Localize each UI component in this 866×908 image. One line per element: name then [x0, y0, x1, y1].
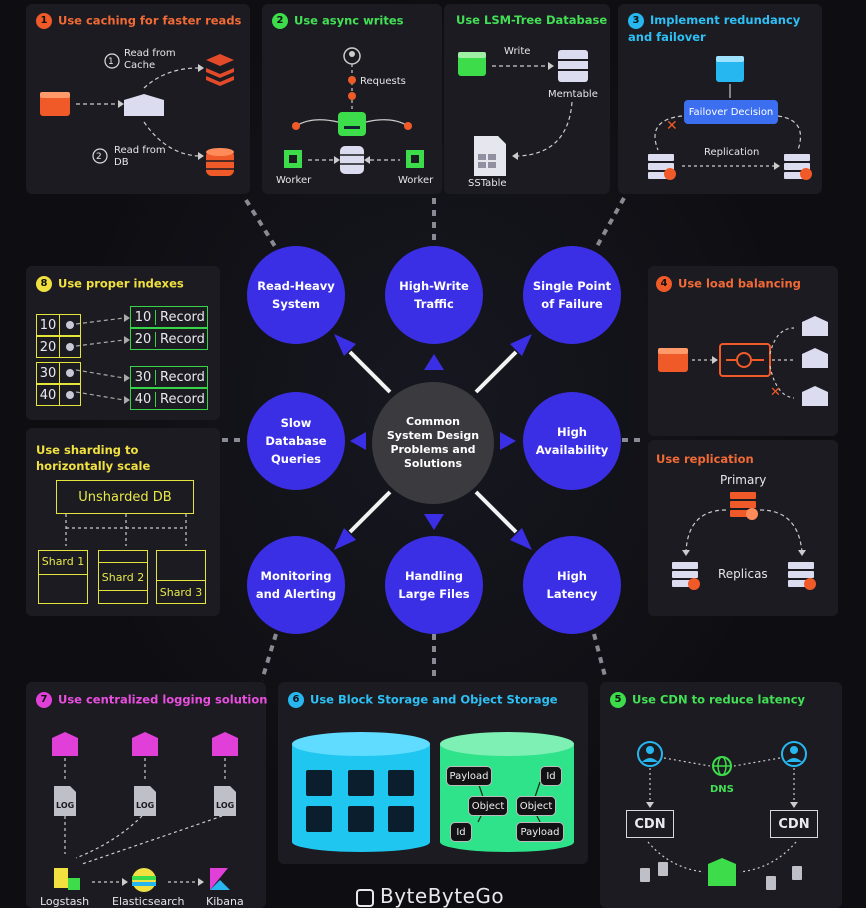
- brand-icon: [356, 888, 374, 907]
- node-handling-large-files: Handling Large Files: [385, 536, 483, 634]
- server-icons: [802, 316, 828, 406]
- object-pill: Object: [468, 796, 508, 816]
- lsm-diagram: [458, 50, 588, 176]
- cdn-right: CDN: [770, 810, 818, 838]
- node-read-heavy-system: Read-Heavy System: [247, 246, 345, 344]
- elasticsearch-icon: [132, 868, 156, 892]
- block-storage-icon: [292, 732, 430, 852]
- panel-title: Use replication: [656, 452, 754, 466]
- worker-left-icon: [284, 150, 302, 168]
- panel-title: Use LSM-Tree Database: [456, 13, 608, 27]
- origin-server-icon: [708, 858, 736, 886]
- logging-diagram: [52, 732, 238, 892]
- brand-logo: ByteByteGo: [356, 884, 504, 908]
- failover-decision-box: Failover Decision: [684, 100, 778, 124]
- memtable-icon: [558, 50, 588, 82]
- panel-title: Use sharding to horizontally scale: [36, 443, 151, 473]
- shard-3: Shard 3: [156, 550, 206, 604]
- object-pill: Id: [450, 822, 472, 842]
- queue-icon: [338, 112, 366, 136]
- node-high-latency: High Latency: [523, 536, 621, 634]
- index-pointer: [59, 384, 81, 406]
- object-pill: Payload: [516, 822, 564, 842]
- database-icon: [206, 148, 234, 176]
- load-balancing-diagram: ✕: [658, 316, 828, 406]
- index-pointers: [75, 314, 130, 404]
- node-single-point-of-failure: Single Point of Failure: [523, 246, 621, 344]
- object-pill: Payload: [446, 766, 492, 786]
- replica-left-icon: [672, 562, 700, 590]
- unsharded-db: Unsharded DB: [56, 480, 194, 514]
- fail-cross-icon: ✕: [770, 385, 781, 400]
- logstash-icon: [54, 868, 80, 890]
- content-file-icons: [640, 862, 802, 890]
- redundancy-diagram: ✕: [648, 56, 812, 180]
- kibana-icon: [210, 868, 230, 890]
- node-high-write-traffic: High-Write Traffic: [385, 246, 483, 344]
- panel-replication: Use replication Primary Replicas: [648, 440, 838, 616]
- replication-diagram: [672, 492, 816, 590]
- server-icon: [124, 94, 164, 116]
- index-pointer: [59, 362, 81, 384]
- user-right-icon: [781, 741, 807, 767]
- load-balancer-icon: [719, 343, 771, 377]
- server-right-icon: [784, 154, 812, 180]
- hub-center: Common System Design Problems and Soluti…: [372, 382, 494, 504]
- log-file-icons: [54, 786, 236, 816]
- index-pointer: [59, 336, 81, 358]
- node-slow-database-queries: Slow Database Queries: [247, 392, 345, 490]
- replica-right-icon: [788, 562, 816, 590]
- panel-lsm-tree: Use LSM-Tree Database Write Memtable SST…: [444, 4, 610, 194]
- object-pill: Object: [516, 796, 556, 816]
- shard-2: Shard 2: [98, 550, 148, 604]
- server-icons: [52, 732, 238, 756]
- shard-1: Shard 1: [38, 550, 88, 604]
- object-pill: Id: [540, 766, 562, 786]
- database-icon: [340, 146, 364, 174]
- client-icon: [716, 56, 744, 82]
- node-high-availability: High Availability: [523, 392, 621, 490]
- index-pointer: [59, 314, 81, 336]
- user-left-icon: [637, 741, 663, 767]
- sharding-lines: [65, 514, 187, 546]
- cdn-left: CDN: [626, 810, 674, 838]
- caching-diagram: [40, 53, 234, 176]
- node-monitoring-and-alerting: Monitoring and Alerting: [247, 536, 345, 634]
- server-left-icon: [648, 154, 676, 180]
- dns-globe-icon: [712, 756, 732, 776]
- async-diagram: [284, 47, 424, 174]
- primary-server-icon: [730, 492, 758, 520]
- sstable-icon: [474, 136, 506, 176]
- cdn-diagram: [637, 741, 807, 890]
- panel-sharding: Use sharding to horizontally scale Unsha…: [26, 428, 220, 616]
- redis-cache-icon: [206, 54, 234, 86]
- worker-right-icon: [406, 150, 424, 168]
- fail-cross-icon: ✕: [666, 118, 678, 134]
